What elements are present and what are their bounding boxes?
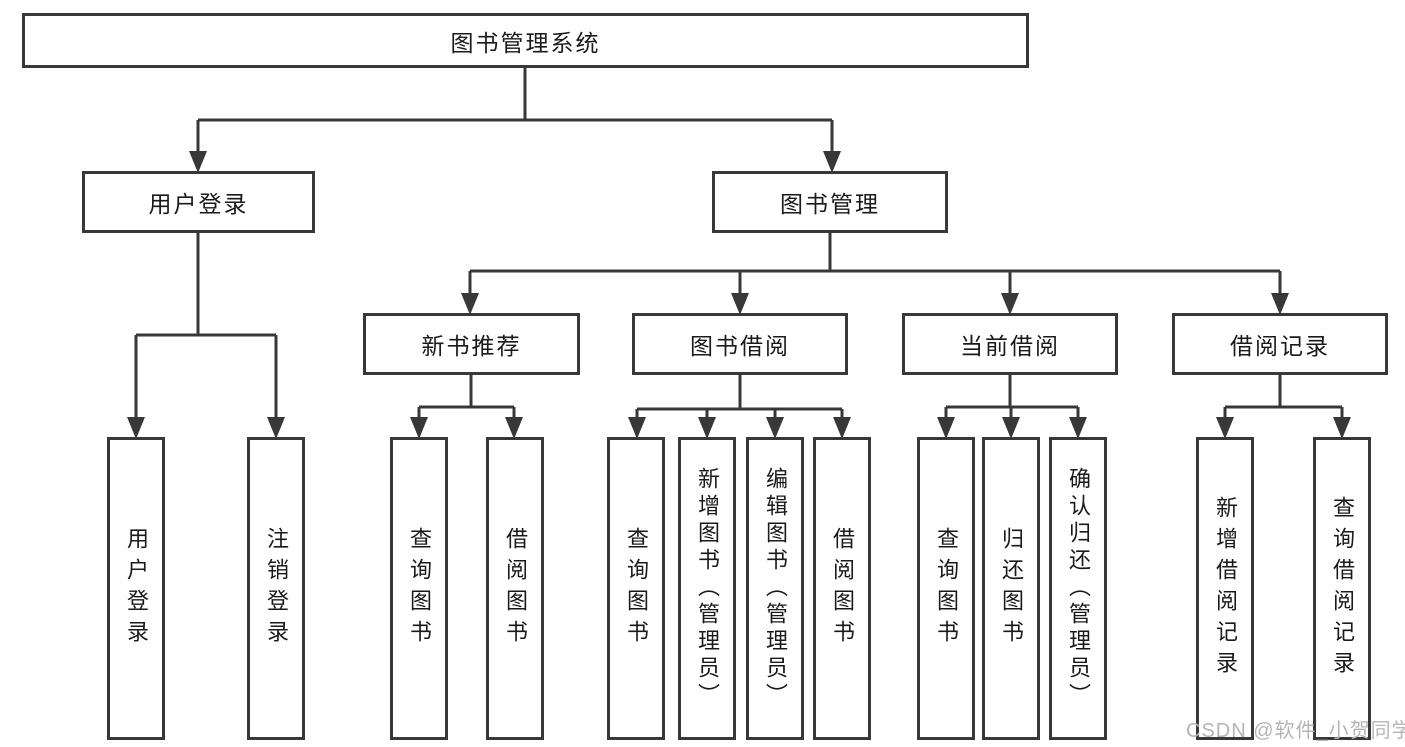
node-book-borrow-label: 图书借阅 xyxy=(690,333,790,359)
edge-book-borrow-to-leaves xyxy=(628,375,851,439)
arrow-down-icon xyxy=(1271,293,1289,315)
node-leaf-borrow-query: 查询图书 xyxy=(607,437,665,740)
leaf-label: 新增图书（管理员） xyxy=(695,467,720,710)
edge-book-mgmt-to-level3 xyxy=(461,233,1289,315)
arrow-down-icon xyxy=(833,417,851,439)
node-user-login: 用户登录 xyxy=(82,171,315,233)
arrow-down-icon xyxy=(698,417,716,439)
csdn-watermark: CSDN @软件_小贺同学 xyxy=(1186,720,1405,742)
node-leaf-logout: 注销登录 xyxy=(247,437,305,740)
node-leaf-newbook-borrow: 借阅图书 xyxy=(486,437,544,740)
arrow-down-icon xyxy=(505,417,523,439)
node-leaf-records-add: 新增借阅记录 xyxy=(1196,437,1254,740)
node-root-label: 图书管理系统 xyxy=(450,29,601,56)
leaf-label: 查询图书 xyxy=(407,526,432,651)
arrow-down-icon xyxy=(1002,417,1020,439)
edge-borrow-records-to-leaves xyxy=(1216,375,1351,439)
node-new-book-recommend-label: 新书推荐 xyxy=(421,333,522,359)
arrow-down-icon xyxy=(267,417,285,439)
arrow-down-icon xyxy=(937,417,955,439)
leaf-label: 查询借阅记录 xyxy=(1330,495,1355,682)
arrow-down-icon xyxy=(1333,417,1351,439)
node-leaf-borrow-borrow: 借阅图书 xyxy=(813,437,871,740)
node-leaf-user-login: 用户登录 xyxy=(107,437,165,740)
node-leaf-borrow-add-admin: 新增图书（管理员） xyxy=(678,437,736,740)
leaf-label: 查询图书 xyxy=(934,526,959,651)
leaf-label: 确认归还（管理员） xyxy=(1066,467,1091,710)
node-current-borrow: 当前借阅 xyxy=(902,313,1118,375)
node-borrow-records: 借阅记录 xyxy=(1172,313,1388,375)
edge-current-borrow-to-leaves xyxy=(937,375,1087,439)
arrow-down-icon xyxy=(731,293,749,315)
node-current-borrow-label: 当前借阅 xyxy=(960,333,1060,359)
leaf-label: 查询图书 xyxy=(624,526,649,651)
leaf-label: 借阅图书 xyxy=(503,526,528,651)
node-leaf-current-confirm-admin: 确认归还（管理员） xyxy=(1049,437,1107,740)
node-leaf-current-query: 查询图书 xyxy=(917,437,975,740)
node-book-management: 图书管理 xyxy=(712,171,948,233)
arrow-down-icon xyxy=(1216,417,1234,439)
leaf-label: 注销登录 xyxy=(264,526,289,651)
arrow-down-icon xyxy=(127,417,145,439)
node-leaf-current-return: 归还图书 xyxy=(982,437,1040,740)
node-leaf-newbook-query: 查询图书 xyxy=(390,437,448,740)
arrow-down-icon xyxy=(1069,417,1087,439)
arrow-down-icon xyxy=(410,417,428,439)
edge-user-login-to-leaves xyxy=(127,233,285,439)
node-leaf-records-query: 查询借阅记录 xyxy=(1313,437,1371,740)
arrow-down-icon xyxy=(1001,293,1019,315)
arrow-down-icon xyxy=(766,417,784,439)
leaf-label: 编辑图书（管理员） xyxy=(763,467,788,710)
arrow-down-icon xyxy=(461,293,479,315)
node-root: 图书管理系统 xyxy=(22,13,1029,68)
leaf-label: 用户登录 xyxy=(124,526,149,651)
arrow-down-icon xyxy=(628,417,646,439)
node-leaf-borrow-edit-admin: 编辑图书（管理员） xyxy=(746,437,804,740)
arrow-down-icon xyxy=(189,151,207,173)
node-book-management-label: 图书管理 xyxy=(780,191,880,217)
node-user-login-label: 用户登录 xyxy=(148,191,249,217)
edge-root-to-level2 xyxy=(189,68,841,173)
leaf-label: 归还图书 xyxy=(999,526,1024,651)
leaf-label: 借阅图书 xyxy=(830,526,855,651)
arrow-down-icon xyxy=(823,151,841,173)
node-book-borrow: 图书借阅 xyxy=(632,313,848,375)
leaf-label: 新增借阅记录 xyxy=(1213,495,1238,682)
node-new-book-recommend: 新书推荐 xyxy=(363,313,580,375)
node-borrow-records-label: 借阅记录 xyxy=(1230,333,1330,359)
edge-new-book-to-leaves xyxy=(410,375,523,439)
